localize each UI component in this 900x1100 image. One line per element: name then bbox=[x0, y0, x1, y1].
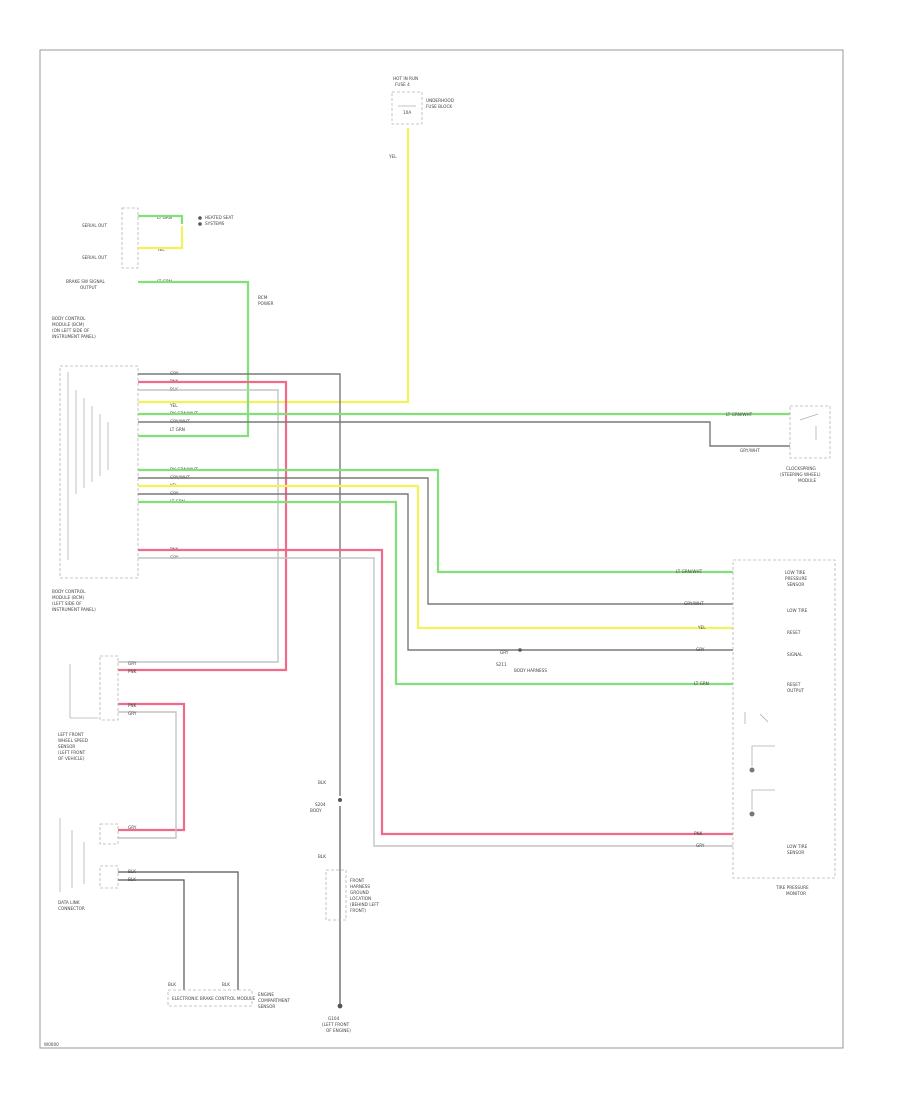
ground-wire-2: BLK bbox=[318, 854, 326, 859]
splice-label-1: S211 bbox=[496, 662, 507, 667]
tpm-wire-5: LT GRN bbox=[694, 681, 709, 686]
tpm-label-6: SIGNAL bbox=[787, 652, 803, 657]
tpm-label-10: SENSOR bbox=[787, 850, 804, 855]
tpm-wire-1: LT GRN/WHT bbox=[676, 569, 703, 574]
lws-wire-2: PNK bbox=[128, 669, 137, 674]
top-fuse: HOT IN RUN FUSE 4 10A UNDERHOOD FUSE BLO… bbox=[388, 76, 454, 159]
bcm-lower-2: MODULE (BCM) bbox=[52, 595, 84, 600]
lws-label-3: SENSOR bbox=[58, 744, 75, 749]
tpm-label-4: LOW TIRE bbox=[787, 608, 808, 613]
ground-mid-1: FRONT bbox=[350, 878, 365, 883]
clockspring-dest-2: (STEERING WHEEL) bbox=[780, 472, 821, 477]
lws-label-2: WHEEL SPEED bbox=[58, 738, 88, 743]
bcm-wire-7: LT GRN bbox=[170, 427, 185, 432]
brake-control-module: ELECTRONIC BRAKE CONTROL MODULE BLK BLK … bbox=[167, 982, 291, 1009]
dlc-label-1: DATA LINK bbox=[58, 900, 80, 905]
footer-code: W0000 bbox=[44, 1042, 59, 1047]
ground-mid-6: FRONT) bbox=[350, 908, 366, 913]
lws-wire-1: GRY bbox=[128, 661, 137, 666]
top-fuse-wire-label: YEL bbox=[388, 154, 397, 159]
clockspring: LT GRN/WHT GRY/WHT CLOCKSPRING (STEERING… bbox=[726, 405, 831, 483]
dlc-label-2: CONNECTOR bbox=[58, 906, 85, 911]
dlc-wire-3: BLK bbox=[128, 877, 136, 882]
tpm-label-8: OUTPUT bbox=[787, 688, 805, 693]
bcm-lower-4: INSTRUMENT PANEL) bbox=[52, 607, 96, 612]
diagram-frame bbox=[39, 49, 844, 1049]
top-fuse-label-2: FUSE 4 bbox=[395, 82, 410, 87]
tpm-label-7: RESET bbox=[787, 682, 801, 687]
serial-out-1: SERIAL OUT bbox=[82, 223, 107, 228]
ground-bottom-1: G104 bbox=[328, 1016, 340, 1021]
tpm-label-9: LOW TIRE bbox=[787, 844, 808, 849]
ground-mid-2: HARNESS bbox=[350, 884, 370, 889]
serial-dest-1: HEATED SEAT bbox=[205, 215, 234, 220]
bottom-side-1: ENGINE bbox=[258, 992, 274, 997]
bcm-bottom-box: ELECTRONIC BRAKE CONTROL MODULE bbox=[172, 996, 255, 1001]
tpm-wire-2: GRY/WHT bbox=[684, 601, 704, 606]
lws-label-1: LEFT FRONT bbox=[58, 732, 84, 737]
tpm-name-1: TIRE PRESSURE bbox=[775, 885, 809, 890]
tpm-label-3: SENSOR bbox=[787, 582, 804, 587]
bcm-label-1: BODY CONTROL bbox=[52, 316, 86, 321]
top-fuse-label-1: HOT IN RUN bbox=[393, 76, 418, 81]
clockspring-wire-1: LT GRN/WHT bbox=[726, 412, 753, 417]
brake-switch-2: OUTPUT bbox=[80, 285, 98, 290]
lws-wire-4: GRY bbox=[128, 711, 137, 716]
serial-wire-1: LT GRN bbox=[157, 215, 172, 220]
dlc-wire-1: GRY bbox=[128, 825, 137, 830]
tpm-wire-6: PNK bbox=[694, 831, 703, 836]
tpm-name-2: MONITOR bbox=[786, 891, 806, 896]
tpm-wire-4: GRY bbox=[696, 647, 705, 652]
splice-wire: GRY bbox=[500, 650, 509, 655]
bottom-wire-1: BLK bbox=[168, 982, 176, 987]
ground-mid-4: LOCATION bbox=[350, 896, 371, 901]
lws-label-5: OF VEHICLE) bbox=[58, 756, 85, 761]
tpm-label-2: PRESSURE bbox=[785, 576, 807, 581]
clockspring-dest-3: MODULE bbox=[798, 478, 817, 483]
tire-pressure-module: LOW TIRE PRESSURE SENSOR LOW TIRE RESET … bbox=[676, 559, 836, 896]
serial-wire-2: YEL bbox=[156, 247, 165, 252]
top-fuse-label-3: 10A bbox=[403, 110, 411, 115]
top-fuse-side-2: FUSE BLOCK bbox=[426, 104, 452, 109]
bcm-label-2: MODULE (BCM) bbox=[52, 322, 84, 327]
ground-bottom-2: (LEFT FRONT bbox=[322, 1022, 350, 1027]
ground-splice-2: BODY bbox=[310, 808, 322, 813]
ground-wire-1: BLK bbox=[318, 780, 326, 785]
splice-label-2: BODY HARNESS bbox=[514, 668, 547, 673]
bcm-module: BODY CONTROL MODULE (BCM) (ON LEFT SIDE … bbox=[52, 316, 198, 612]
brake-dest-1: BCM bbox=[258, 295, 268, 300]
tpm-label-1: LOW TIRE bbox=[785, 570, 806, 575]
lws-wire-3: PNK bbox=[128, 703, 137, 708]
top-fuse-side-1: UNDERHOOD bbox=[426, 98, 454, 103]
ground-mid-3: GROUND bbox=[350, 890, 369, 895]
bcm-lower-3: (LEFT SIDE OF bbox=[52, 601, 82, 606]
dlc-wire-2: BLK bbox=[128, 869, 136, 874]
bcm-wire-4: YEL bbox=[169, 403, 178, 408]
left-wheel-sensor: GRY PNK PNK GRY LEFT FRONT WHEEL SPEED S… bbox=[58, 655, 137, 761]
splice-s211: S211 BODY HARNESS GRY bbox=[496, 648, 547, 673]
clockspring-dest-1: CLOCKSPRING bbox=[786, 466, 816, 471]
ground-mid-5: (BEHIND LEFT bbox=[350, 902, 380, 907]
ground-bottom-3: OF ENGINE) bbox=[326, 1028, 351, 1033]
ground-splice-1: S204 bbox=[315, 802, 326, 807]
serial-dest-2: SYSTEMS bbox=[205, 221, 225, 226]
bottom-side-2: COMPARTMENT bbox=[258, 998, 291, 1003]
bcm-lower-1: BODY CONTROL bbox=[52, 589, 86, 594]
lws-label-4: (LEFT FRONT bbox=[58, 750, 86, 755]
tpm-wire-3: YEL bbox=[697, 625, 706, 630]
ground-splice: BLK S204 BODY BLK FRONT HARNESS GROUND L… bbox=[310, 780, 380, 1033]
brake-switch-1: BRAKE SW SIGNAL bbox=[66, 279, 105, 284]
data-link-connector: GRY BLK BLK DATA LINK CONNECTOR bbox=[58, 818, 137, 911]
brake-dest-2: POWER bbox=[258, 301, 274, 306]
serial-out-2: SERIAL OUT bbox=[82, 255, 107, 260]
tpm-wire-7: GRY bbox=[696, 843, 705, 848]
serial-outputs: SERIAL OUT SERIAL OUT LT GRN YEL HEATED … bbox=[66, 207, 274, 306]
bottom-side-3: SENSOR bbox=[258, 1004, 275, 1009]
bcm-label-3: (ON LEFT SIDE OF bbox=[52, 328, 90, 333]
bcm-label-4: INSTRUMENT PANEL) bbox=[52, 334, 96, 339]
tpm-label-5: RESET bbox=[787, 630, 801, 635]
clockspring-wire-2: GRY/WHT bbox=[740, 448, 760, 453]
bottom-wire-2: BLK bbox=[222, 982, 230, 987]
